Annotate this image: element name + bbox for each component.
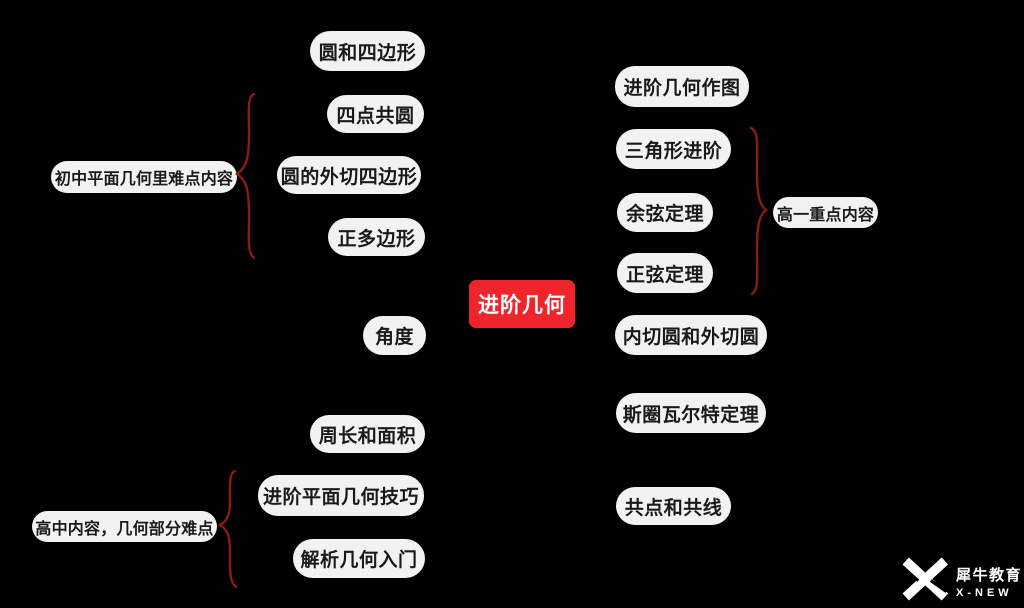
logo-subtitle-text: X-NEW [956, 587, 1013, 599]
branch-label-grade10-key-content[interactable]: 高一重点内容 [773, 197, 878, 228]
central-topic-node[interactable]: 进阶几何 [469, 280, 575, 328]
node-analytic-geometry-intro[interactable]: 解析几何入门 [293, 539, 425, 578]
xnew-logo: 犀牛教育 X-NEW [901, 557, 1022, 606]
node-four-points-concyclic[interactable]: 四点共圆 [327, 95, 424, 133]
node-advanced-plane-geometry-skills[interactable]: 进阶平面几何技巧 [258, 475, 424, 516]
node-stewart-theorem[interactable]: 斯圈瓦尔特定理 [616, 393, 766, 433]
brace-junior-group [234, 92, 256, 260]
node-law-of-sines[interactable]: 正弦定理 [617, 253, 713, 293]
node-triangle-advanced[interactable]: 三角形进阶 [616, 129, 731, 169]
brace-grade10-group [749, 126, 768, 296]
logo-brand-text: 犀牛教育 [956, 567, 1023, 584]
node-circle-and-quadrilateral[interactable]: 圆和四边形 [310, 31, 425, 71]
node-incircle-and-excircle[interactable]: 内切圆和外切圆 [615, 315, 767, 355]
node-law-of-cosines[interactable]: 余弦定理 [617, 193, 713, 232]
branch-label-senior-difficult-content[interactable]: 高中内容，几何部分难点 [32, 511, 217, 542]
node-circumscribed-quadrilateral[interactable]: 圆的外切四边形 [277, 156, 421, 194]
node-regular-polygon[interactable]: 正多边形 [328, 218, 425, 256]
node-angle[interactable]: 角度 [363, 316, 426, 355]
node-advanced-geometry-construction[interactable]: 进阶几何作图 [615, 66, 749, 107]
node-perimeter-and-area[interactable]: 周长和面积 [310, 415, 425, 453]
node-concurrency-and-collinearity[interactable]: 共点和共线 [616, 487, 731, 525]
branch-label-junior-difficult-content[interactable]: 初中平面几何里难点内容 [51, 161, 237, 193]
xnew-x-icon [901, 557, 949, 606]
brace-senior-group [217, 469, 238, 589]
